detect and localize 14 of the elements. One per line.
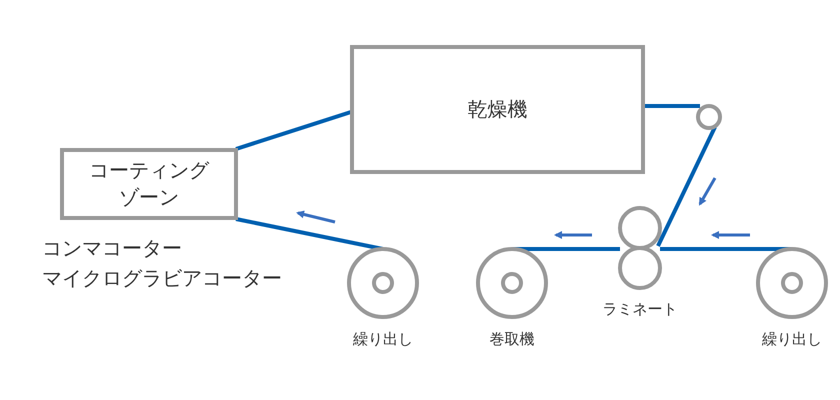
web-line — [236, 217, 384, 251]
coater-type-label: マイクログラビアコーター — [42, 265, 282, 292]
box-label: 乾燥機 — [468, 96, 528, 123]
coater-type-label: コンマコーター — [42, 235, 182, 262]
roller-label: 繰り出し — [353, 330, 413, 349]
roller-label: 繰り出し — [762, 330, 822, 349]
web-line — [235, 110, 352, 151]
roller-label: ラミネート — [602, 300, 678, 319]
web-line — [644, 104, 700, 108]
roller-label: 巻取機 — [490, 330, 534, 349]
process-box — [60, 148, 238, 220]
box-label: コーティングゾーン — [88, 157, 210, 211]
dryer-box — [350, 45, 645, 174]
web-line — [656, 126, 717, 247]
